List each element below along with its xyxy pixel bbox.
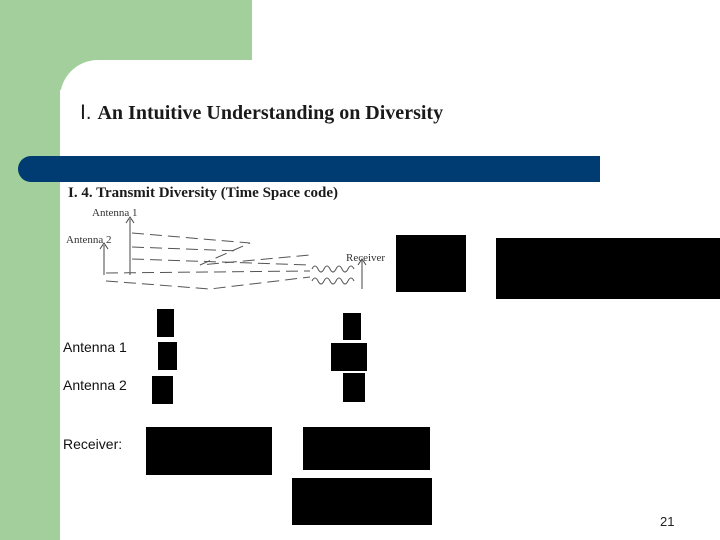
waveform-1 — [311, 265, 355, 273]
redacted-block — [146, 427, 272, 475]
antenna1-label: Antenna 1 — [63, 339, 127, 355]
title-underline-bar — [18, 156, 600, 182]
diagram-receiver-label: Receiver — [346, 252, 385, 264]
receiver-label: Receiver: — [63, 436, 123, 452]
antenna2-arrow — [99, 242, 109, 250]
title-text: An Intuitive Understanding on Diversity — [97, 102, 444, 124]
redacted-block — [292, 478, 432, 525]
receiver-arrow — [357, 258, 367, 266]
redacted-block — [157, 309, 174, 337]
redacted-block — [396, 235, 466, 292]
diagram-antenna2-label: Antenna 2 — [66, 234, 112, 246]
redacted-block — [343, 373, 365, 402]
decor-green-left — [0, 0, 60, 540]
redacted-block — [496, 238, 720, 299]
redacted-block — [343, 313, 361, 340]
redacted-block — [303, 427, 430, 470]
page-number: 21 — [660, 514, 675, 529]
title-roman-numeral: Ⅰ. — [80, 102, 92, 124]
redacted-block — [331, 343, 367, 371]
slide-title: Ⅰ.An Intuitive Understanding on Diversit… — [80, 100, 443, 125]
antenna2-label: Antenna 2 — [63, 377, 127, 393]
propagation-paths — [105, 232, 311, 290]
redacted-block — [158, 342, 177, 370]
slide-subtitle: I. 4. Transmit Diversity (Time Space cod… — [68, 185, 338, 201]
redacted-block — [152, 376, 173, 404]
transmit-diversity-diagram: Antenna 1 Antenna 2 Receiver — [66, 207, 385, 290]
waveform-2 — [311, 277, 355, 285]
diagram-antenna1-label: Antenna 1 — [92, 207, 138, 219]
antenna1-arrow — [125, 216, 135, 224]
